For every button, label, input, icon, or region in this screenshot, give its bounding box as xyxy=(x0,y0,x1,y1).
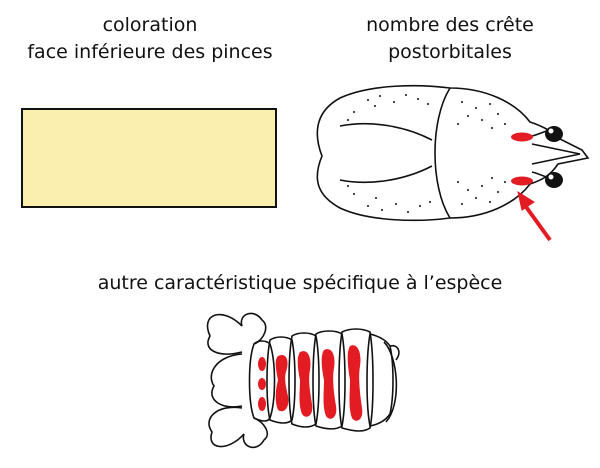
claw-color-swatch xyxy=(21,108,277,208)
telson-middle xyxy=(210,353,243,408)
crest-marks xyxy=(511,132,533,186)
spot-seg2 xyxy=(275,354,289,412)
spot-seg1-top xyxy=(258,357,266,371)
cervical-groove xyxy=(434,87,451,219)
carapace-outline xyxy=(316,84,590,222)
pointer-arrow-icon xyxy=(517,190,552,242)
coloration-label: coloration face inférieure des pinces xyxy=(0,12,300,66)
telson-upper xyxy=(206,313,243,355)
coloration-subtitle: face inférieure des pinces xyxy=(27,41,273,63)
eye-top-icon xyxy=(545,126,563,142)
spot-seg4 xyxy=(321,349,337,419)
postorbital-crest-top xyxy=(511,132,533,142)
postorbital-crest-bottom xyxy=(511,176,533,186)
eye-bottom-icon xyxy=(545,172,563,188)
rostrum xyxy=(531,143,581,165)
spot-seg1-low xyxy=(258,397,266,411)
segment-5 xyxy=(338,328,374,432)
branchial-groove-top xyxy=(339,122,433,141)
crest-title: nombre des crête xyxy=(366,14,534,36)
pleura-hook xyxy=(389,344,400,361)
other-feature-label: autre caractéristique spécifique à l’esp… xyxy=(97,272,503,294)
carapace-illustration xyxy=(316,84,590,242)
abdomen-illustration xyxy=(206,312,400,449)
branchial-groove-bottom xyxy=(339,165,433,184)
spot-seg1-mid xyxy=(258,378,266,390)
spot-seg3 xyxy=(297,351,313,417)
abdomen-spots xyxy=(258,345,363,421)
spot-seg5 xyxy=(347,345,363,421)
crest-subtitle: postorbitales xyxy=(388,41,512,63)
crest-label: nombre des crête postorbitales xyxy=(300,12,600,66)
coloration-title: coloration xyxy=(102,14,198,36)
segment-6 xyxy=(366,333,394,427)
pleura-edge xyxy=(383,341,398,423)
eyes xyxy=(545,126,563,188)
uropod-bottom xyxy=(242,417,269,449)
carapace-stipple xyxy=(347,94,506,213)
telson-lower xyxy=(208,406,245,448)
uropod-top xyxy=(240,312,267,345)
